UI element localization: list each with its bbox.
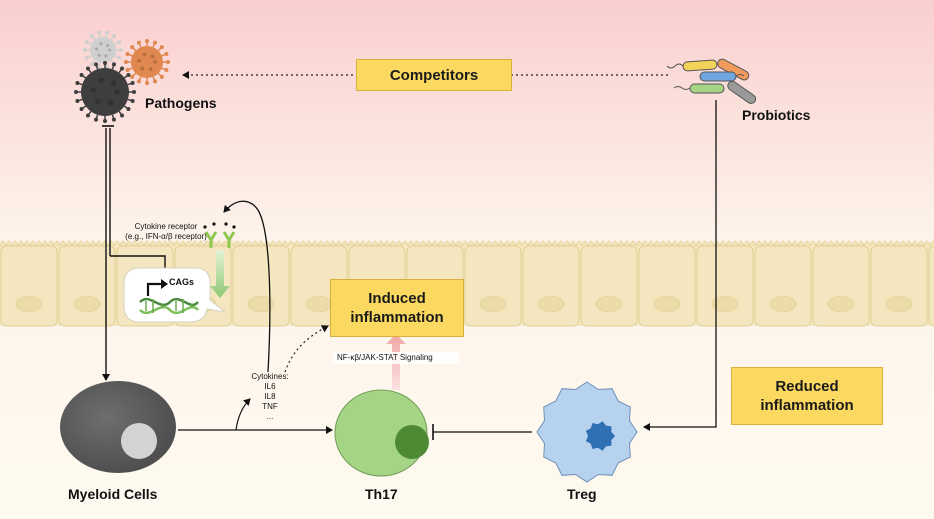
treg-label: Treg	[567, 486, 597, 502]
receptor-icon	[203, 222, 236, 248]
to-induced-inflammation-arrow	[284, 325, 329, 373]
signaling-label: NF-κβ/JAK-STAT Signaling	[337, 353, 433, 362]
pathogen-virus-icon	[74, 30, 170, 123]
competitors-label: Competitors	[389, 66, 479, 84]
cytokine-receptor-line2: (e.g., IFN-α/β receptor)	[125, 232, 207, 241]
reduced-inflammation-box: Reduced inflammation	[731, 367, 883, 425]
cytokine-receptor-line1: Cytokine receptor	[134, 222, 198, 231]
probiotics-to-treg-arrow	[643, 100, 717, 431]
cytokine-ellipsis: ...	[266, 412, 274, 421]
cytokine-il8: IL8	[264, 392, 276, 401]
cytokine-tnf: TNF	[262, 402, 278, 411]
induced-inflammation-box: Induced inflammation	[330, 279, 464, 337]
th17-label: Th17	[365, 486, 398, 502]
treg-nucleus	[585, 421, 615, 451]
cags-speech-bubble	[123, 267, 227, 323]
cytokine-receptor-label: Cytokine receptor (e.g., IFN-α/β recepto…	[120, 222, 212, 242]
reduced-line1: Reduced	[775, 378, 839, 395]
cags-label: CAGs	[169, 277, 195, 287]
to-cytokines-arrow	[235, 398, 251, 431]
myeloid-label: Myeloid Cells	[68, 486, 158, 502]
pathogens-label: Pathogens	[145, 95, 217, 111]
competitors-box: Competitors	[356, 59, 512, 91]
cytokine-feedback-arrow	[223, 200, 271, 373]
myeloid-cell	[60, 381, 176, 473]
induced-line1: Induced	[368, 290, 426, 307]
cytokines-list: Cytokines: IL6 IL8 TNF ...	[244, 372, 296, 422]
cytokine-il6: IL6	[264, 382, 276, 391]
pathogen-to-cell-connector	[110, 255, 166, 272]
th17-nucleus	[395, 425, 429, 459]
probiotic-bacteria-icon	[666, 58, 757, 105]
dna-icon	[139, 297, 199, 315]
receptor-signal-arrow	[210, 250, 230, 298]
myeloid-nucleus	[121, 423, 157, 459]
induced-line2: inflammation	[350, 309, 444, 326]
reduced-line2: inflammation	[760, 397, 854, 414]
cytokines-title: Cytokines:	[251, 372, 289, 381]
probiotics-label: Probiotics	[742, 107, 811, 123]
